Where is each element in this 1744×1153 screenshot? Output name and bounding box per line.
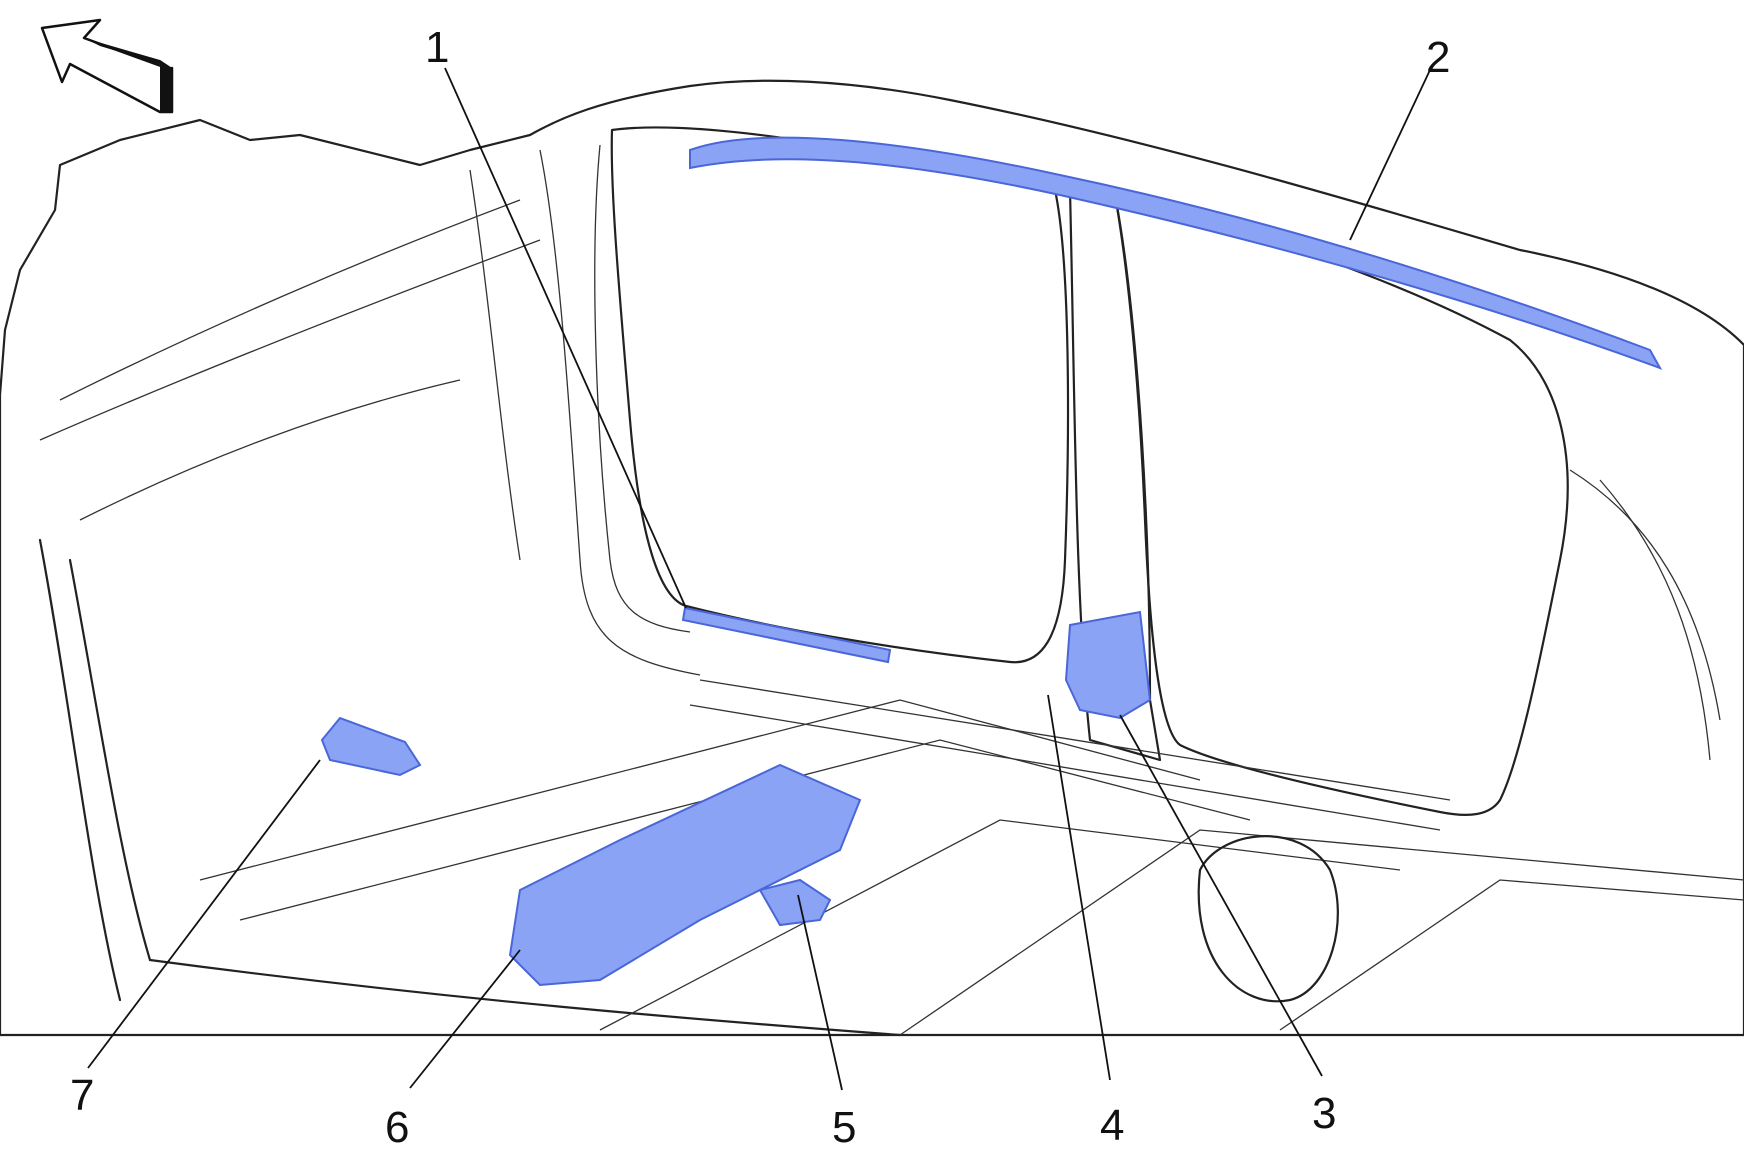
leader-line-1 bbox=[444, 67, 687, 609]
callout-1: 1 bbox=[425, 23, 449, 72]
leader-line-3 bbox=[1119, 714, 1323, 1077]
highlighted-components bbox=[320, 136, 1663, 987]
b-pillar bbox=[1068, 188, 1162, 762]
callouts: 1 2 3 4 5 6 7 bbox=[70, 23, 1450, 1152]
leader-line-5 bbox=[797, 894, 843, 1091]
leader-lines bbox=[87, 67, 1431, 1091]
vehicle-body bbox=[0, 79, 1744, 1037]
roof-rail-airbag bbox=[689, 136, 1663, 370]
seat-console-module bbox=[508, 763, 862, 987]
leader-line-4 bbox=[1047, 694, 1111, 1081]
callout-6: 6 bbox=[385, 1103, 409, 1152]
seat-bracket-module bbox=[758, 878, 832, 927]
front-door-sill-strip bbox=[681, 606, 892, 664]
leader-line-7 bbox=[87, 759, 321, 1069]
callout-4: 4 bbox=[1100, 1101, 1124, 1150]
front-direction-arrow-icon bbox=[40, 18, 174, 114]
callout-7: 7 bbox=[70, 1071, 94, 1120]
callout-2: 2 bbox=[1426, 33, 1450, 82]
leader-line-2 bbox=[1349, 69, 1431, 241]
callout-3: 3 bbox=[1312, 1089, 1336, 1138]
rear-door-window bbox=[1113, 193, 1569, 816]
body-shell bbox=[0, 79, 1744, 1037]
b-pillar-module bbox=[1064, 610, 1152, 720]
leader-line-6 bbox=[409, 949, 521, 1089]
front-floor-module bbox=[320, 716, 422, 777]
front-door-window bbox=[610, 126, 1070, 664]
callout-5: 5 bbox=[832, 1103, 856, 1152]
